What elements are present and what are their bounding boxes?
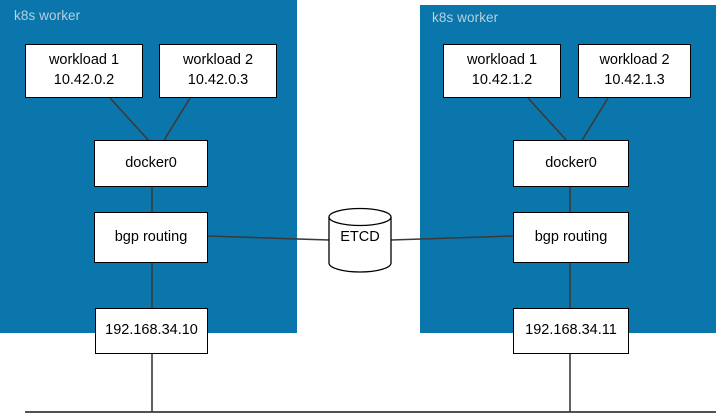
node-left-workload1-ip: 10.42.0.2 [53,72,115,88]
node-right-workload1-ip: 10.42.1.2 [471,72,533,88]
node-right-docker0-label: docker0 [545,154,597,171]
wire-left-w2-docker0 [162,97,191,143]
node-right-workload2-ip: 10.42.1.3 [604,72,665,88]
node-left-docker0-label: docker0 [125,154,177,171]
wire-right-w1-docker0 [527,97,569,143]
node-left-docker0[interactable]: docker0 [94,140,208,187]
cylinder-icon [328,207,392,273]
wire-left-bgp-etcd [207,235,330,241]
node-left-host-ip-label: 192.168.34.10 [105,322,198,339]
etcd-label: ETCD [340,229,380,245]
node-left-workload2[interactable]: workload 2 10.42.0.3 [159,44,277,98]
node-right-host-ip-label: 192.168.34.11 [525,322,617,339]
node-left-workload1-name: workload 1 [48,52,120,69]
etcd-datastore: ETCD [328,207,392,273]
node-right-docker0[interactable]: docker0 [513,140,629,187]
node-left-workload1[interactable]: workload 1 10.42.0.2 [25,44,143,98]
node-right-workload1-name: workload 1 [466,52,538,69]
node-right-host-ip[interactable]: 192.168.34.11 [513,308,629,354]
worker-label-right: k8s worker [432,10,499,25]
node-right-bgp-routing[interactable]: bgp routing [513,212,629,263]
node-left-host-ip[interactable]: 192.168.34.10 [95,308,208,354]
wire-left-w1-docker0 [109,97,151,143]
wire-right-w2-docker0 [580,97,609,143]
node-right-workload1[interactable]: workload 1 10.42.1.2 [443,44,561,98]
node-right-workload2-name: workload 2 [599,52,670,69]
node-left-bgp-routing[interactable]: bgp routing [94,212,208,263]
node-right-bgp-label: bgp routing [534,228,608,245]
node-right-workload2[interactable]: workload 2 10.42.1.3 [578,44,691,98]
wire-etcd-right-bgp [390,235,514,241]
node-left-workload2-name: workload 2 [182,52,254,69]
node-left-workload2-ip: 10.42.0.3 [187,72,249,88]
node-left-bgp-label: bgp routing [114,228,188,245]
worker-label-left: k8s worker [14,8,81,23]
